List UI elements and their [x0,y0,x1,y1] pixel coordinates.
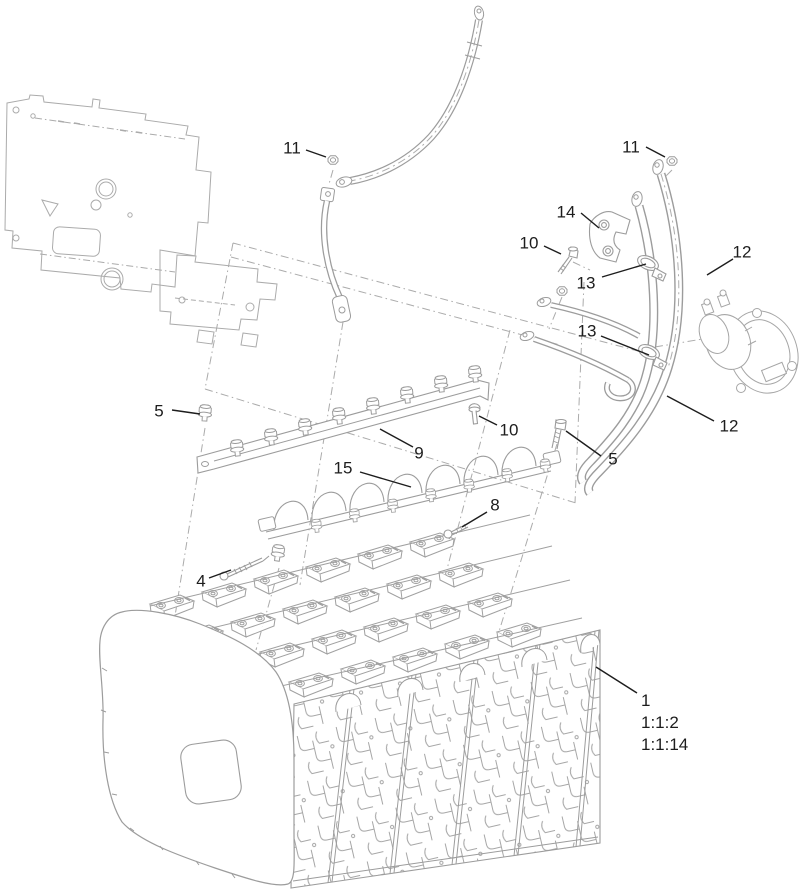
short-cable-13-upper [536,296,641,339]
bolt-10-right [557,246,579,275]
callout-5-right: 5 [608,449,618,469]
callout-9: 9 [414,443,424,463]
cable-bracket-14 [588,211,631,263]
bus-bar [196,364,490,474]
flange-nut-11-right [666,156,678,166]
callout-12-upper: 12 [732,242,752,262]
callout-5-left: 5 [154,401,164,421]
callout-14: 14 [556,202,576,222]
chassis-bracket [4,94,278,348]
battery-cover-recess [180,739,242,805]
callout-11-left: 11 [283,138,301,158]
wire-harness [257,446,562,563]
flange-nut-11-left [327,155,339,165]
callout-8: 8 [490,495,500,515]
cable-clamp-13-upper [637,255,667,282]
callout-1-ref-b: 1:1:14 [641,735,689,754]
screw-8 [443,523,469,539]
battery-pack [99,514,601,889]
flange-nut-13 [556,286,568,296]
drive-motor [698,289,799,394]
callout-15: 15 [333,458,353,478]
callout-13-upper: 13 [576,273,596,293]
pin-10-middle [468,403,481,425]
bolt-5-left [197,403,213,422]
callout-leader-lines [171,146,734,694]
callout-10-right: 10 [519,233,539,253]
top-battery-cable [335,5,485,188]
harness-mount-bolt [269,543,287,563]
callout-10-middle: 10 [499,420,519,440]
callout-11-right: 11 [622,137,640,157]
cable-clamp-13-lower [638,344,668,371]
callout-1: 1 [641,691,651,710]
battery-cable-12-right [583,159,684,496]
battery-module-deck [149,514,583,710]
callout-4: 4 [196,571,206,591]
callout-13-lower: 13 [577,321,597,341]
short-cable-13-lower [519,330,636,402]
callout-12-lower: 12 [719,416,739,436]
ground-strap [319,186,352,323]
phantom-panel [204,242,650,504]
bolt-5-right [551,418,567,450]
battery-cell-stack-face [290,629,601,889]
battery-front-cover [99,609,295,886]
screw-4 [219,555,270,581]
callout-1-ref-a: 1:1:2 [641,713,679,732]
